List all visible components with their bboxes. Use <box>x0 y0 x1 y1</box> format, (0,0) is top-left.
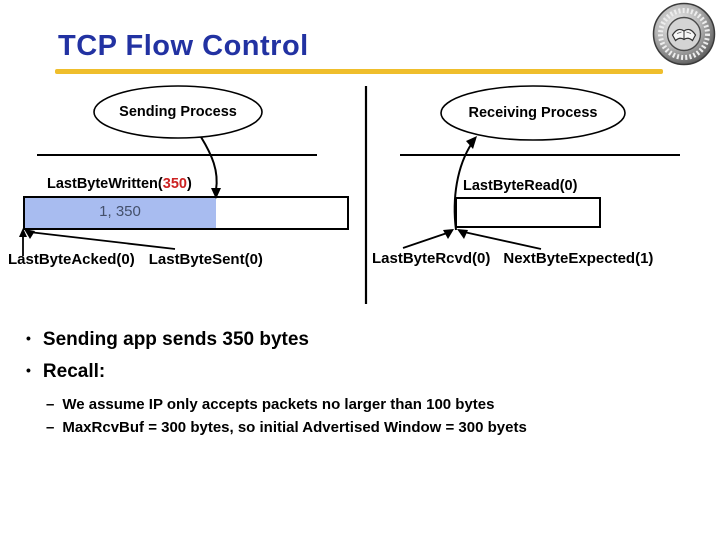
sending-write-curve <box>200 136 218 191</box>
last-byte-written-suffix: ) <box>186 176 192 192</box>
bullet-item: • Sending app sends 350 bytes <box>26 329 309 351</box>
receiving-read-arrowhead <box>466 136 477 149</box>
last-byte-written-prefix: LastByteWritten( <box>47 176 163 192</box>
receiving-process-oval <box>440 85 626 141</box>
university-seal-icon <box>652 2 716 66</box>
send-buffer-filled-segment <box>25 198 216 228</box>
sub-bullet-text: MaxRcvBuf = 300 bytes, so initial Advert… <box>62 419 527 436</box>
last-byte-sent-label: LastByteSent(0) <box>148 251 263 268</box>
expected-pointer-line <box>463 231 542 250</box>
receiver-pointer-labels: LastByteRcvd(0) NextByteExpected(1) <box>372 250 653 267</box>
last-byte-read-label: LastByteRead(0) <box>463 178 578 194</box>
sent-pointer-line <box>28 231 176 250</box>
sub-bullet-item: – MaxRcvBuf = 300 bytes, so initial Adve… <box>46 419 527 436</box>
page-title: TCP Flow Control <box>58 30 309 62</box>
dash-icon: – <box>46 396 55 413</box>
bullet-text: Sending app sends 350 bytes <box>42 329 309 350</box>
next-byte-expected-label: NextByteExpected(1) <box>503 250 654 267</box>
bullet-item: • Recall: <box>26 361 105 383</box>
receiving-read-curve <box>453 142 473 231</box>
send-buffer-segment-label: 1, 350 <box>99 203 141 220</box>
last-byte-acked-label: LastByteAcked(0) <box>8 251 135 268</box>
sub-bullet-item: – We assume IP only accepts packets no l… <box>46 396 494 413</box>
expected-pointer-arrowhead <box>457 229 468 239</box>
rcvd-pointer-arrowhead <box>443 229 454 239</box>
send-buffer-box <box>23 196 349 230</box>
sender-pointer-labels: LastByteAcked(0) LastByteSent(0) <box>8 251 263 268</box>
bullet-icon: • <box>26 362 31 378</box>
bullet-text: Recall: <box>42 361 106 382</box>
sending-process-oval <box>93 85 263 139</box>
sending-process-label: Sending Process <box>119 104 237 120</box>
receive-buffer-box <box>455 197 601 228</box>
title-underline <box>55 69 663 74</box>
rcvd-pointer-line <box>402 231 451 249</box>
last-byte-rcvd-label: LastByteRcvd(0) <box>372 250 491 267</box>
sending-write-arrowhead <box>211 188 221 199</box>
receiving-process-label: Receiving Process <box>468 105 598 121</box>
bullet-icon: • <box>26 330 31 346</box>
last-byte-written-value: 350 <box>162 176 187 192</box>
acked-pointer-arrowhead <box>19 228 27 237</box>
last-byte-written-label: LastByteWritten(350) <box>47 176 192 192</box>
sub-bullet-text: We assume IP only accepts packets no lar… <box>62 396 495 413</box>
dash-icon: – <box>46 419 55 436</box>
university-seal-graphic <box>652 2 716 66</box>
sent-pointer-arrowhead <box>24 229 35 239</box>
